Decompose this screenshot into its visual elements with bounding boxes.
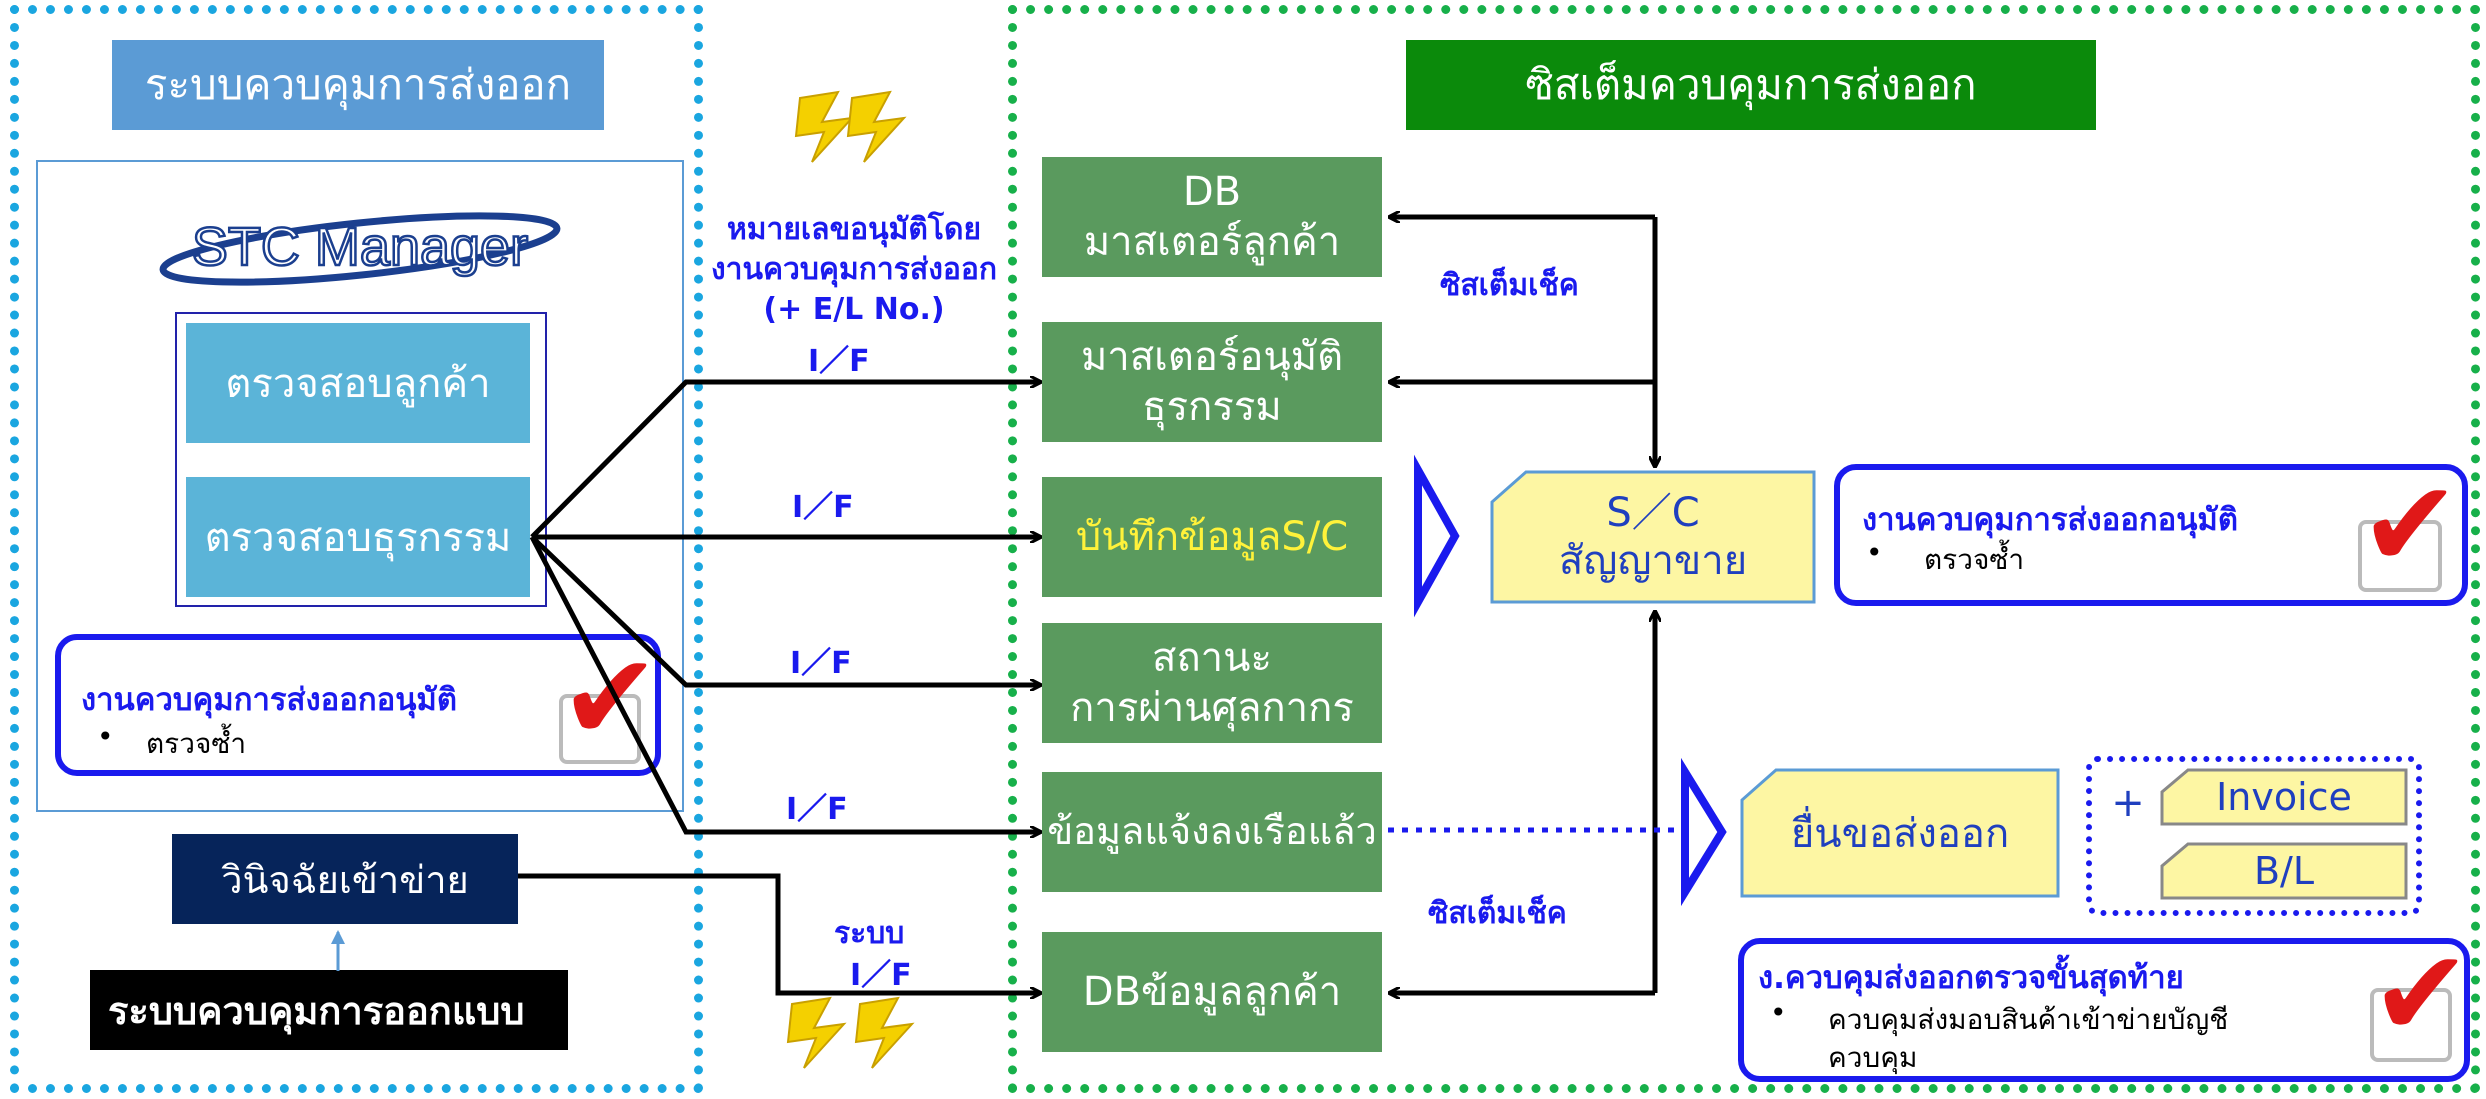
approval-number-line1: หมายเลขอนุมัติโดย [726, 212, 982, 247]
db-master-box[interactable]: DB มาสเตอร์ลูกค้า [1042, 157, 1382, 277]
approval-number-line2: งานควบคุมการส่งออก [710, 252, 998, 287]
final-check-item-line1: ควบคุมส่งมอบสินค้าเข้าข่ายบัญชี [1828, 1003, 2229, 1036]
triangle-arrow-export [1681, 757, 1727, 907]
final-check-title: ง.ควบคุมส่งออกตรวจขั้นสุดท้าย [1758, 960, 2184, 996]
approval-master-line2: ธุรกรรม [1142, 384, 1282, 430]
checkbox-left: ✔ [559, 639, 660, 764]
final-check-bullet: • [1770, 996, 1787, 1029]
lightning-icon [854, 996, 915, 1069]
db-master-line1: DB [1182, 169, 1242, 215]
lightning-icon [794, 90, 855, 163]
if-line-shipped [529, 535, 1040, 832]
shipped-info-box[interactable]: ข้อมูลแจ้งลงเรือแล้ว [1042, 772, 1382, 892]
if-label-4: I／F [786, 792, 848, 827]
stc-manager-logo: STC Manager [159, 212, 561, 286]
judge-eligibility-box[interactable]: วินิจฉัยเข้าข่าย [172, 834, 518, 924]
approval-number-label: หมายเลขอนุมัติโดย งานควบคุมการส่งออก (+ … [672, 210, 1036, 330]
bl-box[interactable]: B/L [2253, 849, 2315, 893]
system-label: ระบบ [834, 916, 905, 951]
if-label-5: I／F [850, 958, 912, 993]
if-line-approval-master [530, 382, 1040, 539]
export-request-box[interactable]: ยื่นขอส่งออก [1790, 811, 2010, 857]
lightning-icon [786, 996, 847, 1069]
stc-manager-panel [36, 160, 684, 812]
customs-status-line2: การผ่านศุลกากร [1070, 685, 1354, 731]
right-region-frame [1008, 5, 2480, 1093]
approval-right-bullet: • [1866, 536, 1883, 569]
approval-right-title: งานควบคุมการส่งออกอนุมัติ [1862, 502, 2238, 538]
right-title: ซิสเต็มควบคุมการส่งออก [1406, 40, 2096, 130]
approval-box-left: งานควบคุมการส่งออกอนุมัติ • ตรวจซ้ำ ✔ [55, 634, 661, 776]
sc-line1: S／C [1606, 490, 1700, 536]
customs-status-box[interactable]: สถานะ การผ่านศุลกากร [1042, 623, 1382, 743]
check-transaction-button[interactable]: ตรวจสอบธุรกรรม [186, 477, 530, 597]
check-icon: ✔ [2370, 925, 2472, 1064]
invoice-shape [2160, 768, 2408, 826]
if-line-customs [530, 535, 1040, 685]
design-control-system-box: ระบบควบคุมการออกแบบ [90, 970, 568, 1050]
stc-logo-text: STC Manager [192, 217, 528, 277]
record-sc-prefix: บันทึกข้อมูล [1075, 514, 1282, 560]
bl-shape [2160, 842, 2408, 900]
check-icon: ✔ [2359, 456, 2461, 595]
if-label-3: I／F [790, 646, 852, 681]
checkbox-final: ✔ [2370, 935, 2471, 1062]
sc-line2: สัญญาขาย [1558, 538, 1748, 584]
if-line-db-customer [518, 873, 1040, 993]
left-title: ระบบควบคุมการส่งออก [112, 40, 604, 130]
if-label-2: I／F [792, 490, 854, 525]
stc-function-group [175, 312, 547, 607]
system-check-label-top: ซิสเต็มเช็ค [1440, 268, 1579, 303]
left-region-frame [10, 5, 703, 1093]
approval-master-box[interactable]: มาสเตอร์อนุมัติ ธุรกรรม [1042, 322, 1382, 442]
db-master-line2: มาสเตอร์ลูกค้า [1083, 219, 1341, 265]
approval-number-line3: (+ E/L No.) [763, 292, 945, 327]
checkbox-right: ✔ [2358, 466, 2460, 592]
sc-contract-shape [1490, 470, 1816, 604]
approval-box-right: งานควบคุมการส่งออกอนุมัติ • ตรวจซ้ำ ✔ [1834, 464, 2468, 606]
system-check-label-bottom: ซิสเต็มเช็ค [1428, 896, 1567, 931]
final-check-box: ง.ควบคุมส่งออกตรวจขั้นสุดท้าย • ควบคุมส่… [1738, 935, 2471, 1082]
customs-status-line1: สถานะ [1152, 635, 1272, 681]
invoice-box[interactable]: Invoice [2216, 775, 2352, 819]
if-label-1: I／F [808, 344, 870, 379]
document-group [2086, 756, 2422, 916]
approval-right-item: ตรวจซ้ำ [1924, 543, 2025, 576]
db-customer-box[interactable]: DBข้อมูลลูกค้า [1042, 932, 1382, 1052]
lightning-icon [846, 90, 907, 163]
sc-contract-box[interactable]: S／C สัญญาขาย [1490, 470, 1816, 604]
triangle-arrow-sc [1414, 454, 1460, 618]
final-check-item-line2: ควบคุม [1828, 1041, 1918, 1074]
approval-left-title: งานควบคุมการส่งออกอนุมัติ [81, 682, 457, 718]
export-request-shape [1740, 768, 2060, 898]
approval-left-item: ตรวจซ้ำ [146, 727, 247, 760]
check-icon: ✔ [559, 629, 661, 768]
record-sc-suffix: S/C [1281, 514, 1349, 560]
approval-master-line1: มาสเตอร์อนุมัติ [1080, 334, 1344, 380]
check-customer-button[interactable]: ตรวจสอบลูกค้า [186, 323, 530, 443]
plus-sign: + [2111, 780, 2145, 826]
approval-left-bullet: • [97, 720, 114, 753]
